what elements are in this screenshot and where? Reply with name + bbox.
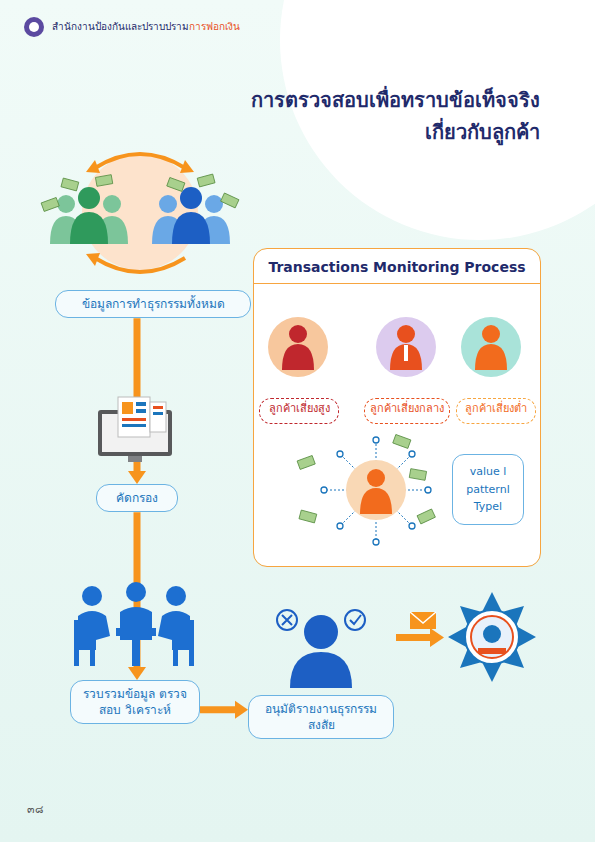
node-text: Transactions Monitoring Process <box>254 249 540 284</box>
report-arrow <box>396 612 444 647</box>
node-text: ลูกค้าเสี่ยงสูง <box>262 402 336 416</box>
amlo-logo <box>448 592 536 682</box>
panel-fill <box>254 249 540 566</box>
header-text: สำนักงานป้องกันและปราบปรามการฟอกเงิน <box>52 19 240 34</box>
node-text: รวบรวมข้อมูล ตรวจสอบ วิเคราะห์ <box>79 686 191 718</box>
monitoring-panel: Transactions Monitoring Process ลูกค้าเสี… <box>253 248 541 567</box>
node-text: value l patternl Typel <box>457 463 519 516</box>
node-text: ลูกค้าเสี่ยงกลาง <box>367 402 447 416</box>
meeting-icon <box>74 582 194 666</box>
header-org: สำนักงานป้องกันและปราบปราม <box>52 21 189 32</box>
page-number: ๓๘ <box>27 800 43 818</box>
header-org-accent: การฟอกเงิน <box>189 21 240 32</box>
risk-label: ลูกค้าเสี่ยงต่ำ <box>456 398 536 424</box>
flow-arrow <box>200 701 248 719</box>
node-text: คัดกรอง <box>105 490 169 506</box>
risk-people <box>268 317 521 377</box>
screening-box: คัดกรอง <box>96 484 178 512</box>
risk-label: ลูกค้าเสี่ยงสูง <box>259 398 339 424</box>
monitor-icon <box>98 397 172 462</box>
header-logo <box>24 17 44 37</box>
node-text: ข้อมูลการทำธุรกรรมทั้งหมด <box>64 296 242 312</box>
criteria-box: value l patternl Typel <box>452 454 524 525</box>
network-illustration <box>297 435 435 545</box>
approver-icon <box>277 610 365 688</box>
data-box: ข้อมูลการทำธุรกรรมทั้งหมด <box>55 290 251 318</box>
analysis-box: รวบรวมข้อมูล ตรวจสอบ วิเคราะห์ <box>70 680 200 724</box>
risk-label: ลูกค้าเสี่ยงกลาง <box>364 398 450 424</box>
node-text: ลูกค้าเสี่ยงต่ำ <box>459 402 533 416</box>
exchange-illustration <box>41 154 239 272</box>
node-text: อนุมัติรายงานธุรกรรม สงสัย <box>257 701 385 733</box>
approval-box: อนุมัติรายงานธุรกรรม สงสัย <box>248 695 394 739</box>
title: การตรวจสอบเพื่อทราบข้อเท็จจริง เกี่ยวกับ… <box>240 84 540 148</box>
